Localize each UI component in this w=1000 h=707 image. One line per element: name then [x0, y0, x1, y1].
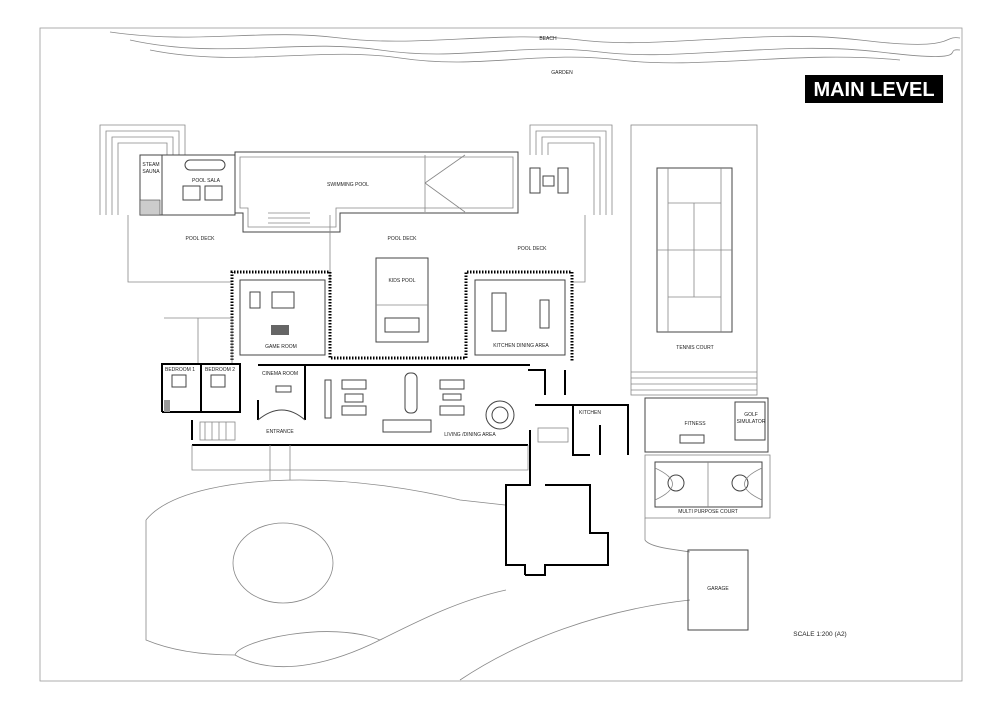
garden-label: GARDEN — [551, 70, 573, 76]
multi-purpose-court-label: MULTI PURPOSE COURT — [678, 509, 738, 515]
garage-label: GARAGE — [707, 586, 729, 592]
living-dining-label: LIVING /DINING AREA — [444, 432, 496, 438]
swimming-pool-label: SWIMMING POOL — [327, 182, 369, 188]
scale-label: SCALE 1:200 (A2) — [793, 631, 846, 638]
entrance-label: ENTRANCE — [266, 429, 294, 435]
game-room-label: GAME ROOM — [265, 344, 297, 350]
tennis-court-area — [630, 124, 758, 396]
sauna-label: SAUNA — [142, 169, 160, 175]
pool-deck-right-label: POOL DECK — [518, 246, 548, 252]
terraces — [99, 124, 613, 215]
kids-pool — [375, 257, 429, 343]
golf-label-2: SIMULATOR — [737, 419, 766, 425]
multi-purpose-court — [654, 461, 763, 508]
bedroom-1-label: BEDROOM 1 — [165, 367, 195, 373]
swimming-pool — [234, 151, 519, 233]
pool-deck-left-label: POOL DECK — [186, 236, 216, 242]
kitchen-dining-label: KITCHEN DINING AREA — [493, 343, 549, 349]
golf-label-1: GOLF — [744, 412, 758, 418]
cinema-room-label: CINEMA ROOM — [262, 371, 298, 377]
annex-building — [505, 445, 609, 576]
kitchen-dining-room — [474, 279, 566, 356]
game-room — [239, 279, 326, 356]
main-building-walls — [191, 364, 530, 446]
driveway — [145, 479, 691, 681]
pool-deck-center-label: POOL DECK — [388, 236, 418, 242]
multi-purpose-court-area — [644, 454, 771, 519]
beach-label: BEACH — [539, 36, 557, 42]
kitchen-walls — [528, 369, 629, 456]
golf-simulator-room — [734, 401, 766, 441]
steam-label: STEAM — [142, 162, 159, 168]
kids-pool-label: KIDS POOL — [389, 278, 416, 284]
tennis-court-label: TENNIS COURT — [676, 345, 713, 351]
beach-waves — [109, 31, 961, 64]
fitness-label: FITNESS — [684, 421, 706, 427]
title-badge: MAIN LEVEL — [805, 75, 943, 103]
garage — [687, 549, 749, 631]
bedroom-2-label: BEDROOM 2 — [205, 367, 235, 373]
page-title: MAIN LEVEL — [813, 79, 934, 101]
sheet-border — [39, 27, 963, 682]
pool-sala-label: POOL SALA — [192, 178, 221, 184]
pool-deck — [127, 215, 586, 283]
kitchen-label: KITCHEN — [579, 410, 601, 416]
fitness-room — [644, 397, 769, 453]
